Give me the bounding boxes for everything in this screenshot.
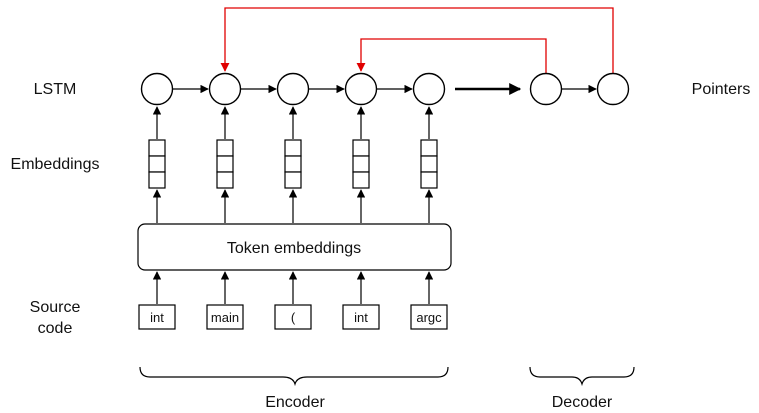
embedding-stack (352, 139, 370, 189)
decoder-lstm-node (529, 72, 563, 106)
token-label: main (211, 310, 239, 325)
token-box (342, 304, 380, 330)
pointers-label: Pointers (692, 81, 751, 98)
embedding-stack (284, 139, 302, 189)
embedding-stack (148, 139, 166, 189)
embeddings-row-label: Embeddings (11, 156, 100, 173)
embedding-stack (216, 139, 234, 189)
token-embeddings-label: Token embeddings (227, 240, 361, 257)
pointer-arrow-1 (220, 7, 614, 73)
decoder-label: Decoder (552, 394, 613, 411)
encoder-lstm-node (140, 72, 174, 106)
token-box (138, 304, 176, 330)
encoder-label: Encoder (265, 394, 325, 411)
token-label: argc (416, 310, 442, 325)
token-embeddings-block (137, 223, 452, 271)
encoder-lstm-node (276, 72, 310, 106)
token-label: int (354, 310, 368, 325)
source-code-label-line1: Source (30, 299, 81, 316)
token-label: int (150, 310, 164, 325)
token-box (206, 304, 244, 330)
token-box (410, 304, 448, 330)
encoder-lstm-node (412, 72, 446, 106)
token-box (274, 304, 312, 330)
pointer-arrow-2 (356, 38, 547, 73)
decoder-brace (529, 366, 635, 387)
encoder-lstm-node (344, 72, 378, 106)
source-code-label-line2: code (38, 320, 73, 337)
lstm-row-label: LSTM (34, 81, 77, 98)
decoder-lstm-node (596, 72, 630, 106)
encoder-lstm-node (208, 72, 242, 106)
encoder-brace (139, 366, 449, 387)
token-label: ( (291, 310, 296, 325)
embedding-stack (420, 139, 438, 189)
